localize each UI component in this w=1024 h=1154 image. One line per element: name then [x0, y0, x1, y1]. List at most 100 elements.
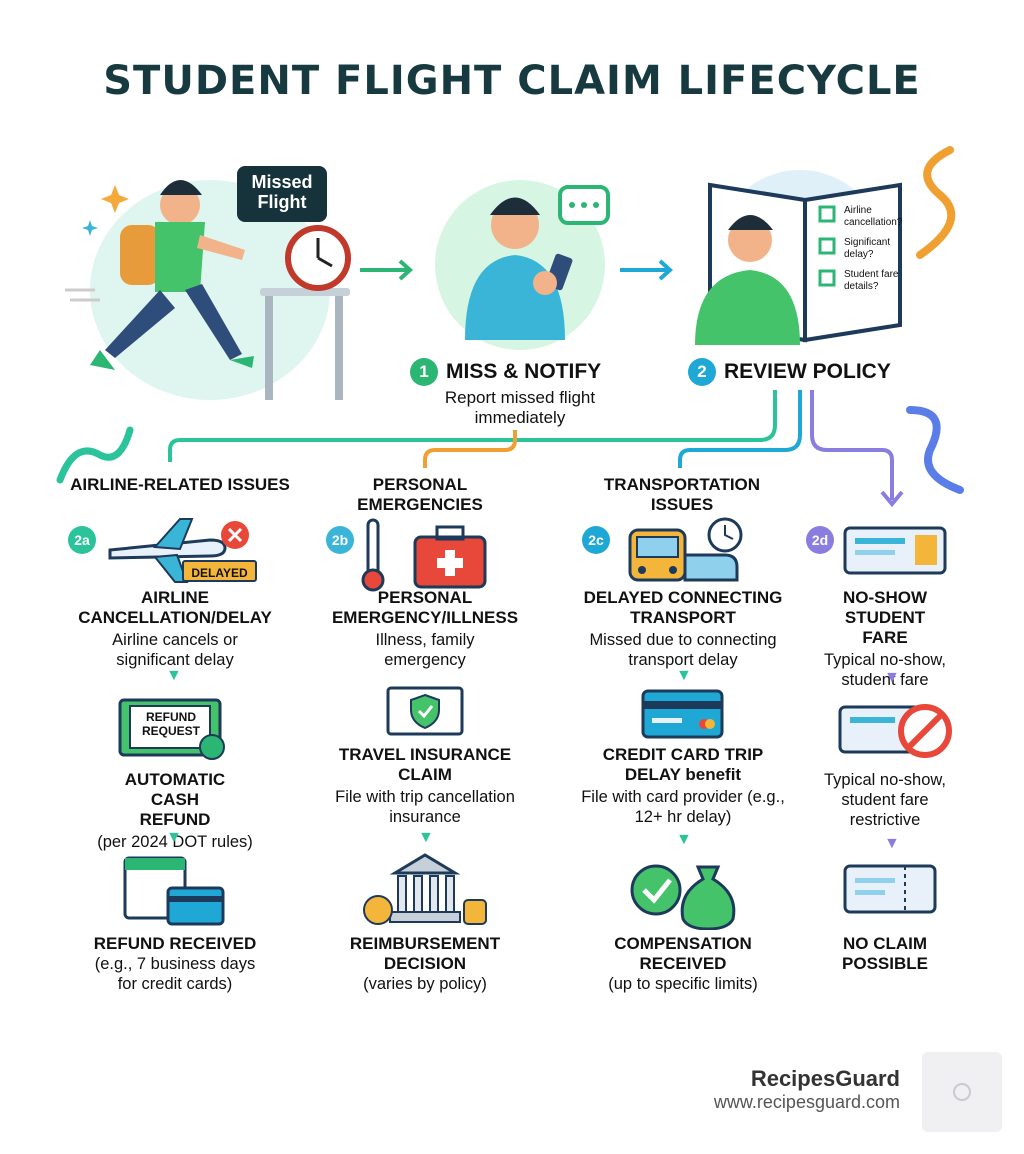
- page-title: STUDENT FLIGHT CLAIM LIFECYCLE: [103, 58, 921, 104]
- badge-2d: 2d: [806, 526, 834, 554]
- branch-connectors: [168, 390, 904, 508]
- missed-flight-bubble: Missed Flight: [237, 166, 327, 222]
- emergency-illustration: [360, 515, 490, 595]
- category-title-airline: AIRLINE-RELATED ISSUES: [70, 475, 290, 494]
- node-2c-1-title: DELAYED CONNECTING TRANSPORT: [583, 588, 783, 627]
- step-2-label: REVIEW POLICY: [724, 360, 891, 383]
- node-2a-3: REFUND RECEIVED (e.g., 7 business days f…: [55, 934, 295, 994]
- airplane-delay-illustration: [100, 515, 270, 590]
- node-2c-2: CREDIT CARD TRIP DELAY benefit File with…: [563, 745, 803, 827]
- category-title-transport: TRANSPORTATION ISSUES: [603, 475, 761, 514]
- node-2a-1-desc: Airline cancels or significant delay: [112, 631, 238, 669]
- arrow-down-icon: ▼: [676, 831, 692, 848]
- arrow-right-icon: [360, 259, 413, 281]
- prohibited-icon: [838, 704, 952, 758]
- policy-check-2: Significant delay?: [844, 237, 891, 260]
- ribbon-icon: [916, 146, 956, 259]
- node-2d-2-desc: Typical no-show, student fare restrictiv…: [824, 771, 946, 829]
- badge-2a: 2a: [68, 526, 96, 554]
- step-2-number: 2: [688, 358, 716, 386]
- connector-airline: [168, 390, 777, 462]
- refund-request-illustration: [112, 692, 242, 762]
- step-2-header: 2 REVIEW POLICY: [688, 358, 891, 386]
- node-2c-2-desc: File with card provider (e.g., 12+ hr de…: [581, 788, 785, 826]
- policy-checklist: Airline cancellation? Significant delay?…: [844, 205, 914, 301]
- node-2a-2-desc: (per 2024 DOT rules): [97, 833, 253, 851]
- ticket-illustration: [840, 520, 950, 580]
- logo-icon: [953, 1083, 971, 1101]
- ribbon-icon: [56, 426, 134, 484]
- empty-ticket-illustration: [840, 858, 940, 920]
- node-2a-3-desc: (e.g., 7 business days for credit cards): [94, 955, 256, 993]
- node-2b-3-title: REIMBURSEMENT DECISION: [349, 934, 501, 973]
- arrow-right-2: [618, 255, 678, 285]
- node-2c-1-desc: Missed due to connecting transport delay: [589, 631, 777, 669]
- node-2a-2-title: AUTOMATIC CASH REFUND: [124, 770, 226, 829]
- node-2c-3: COMPENSATION RECEIVED (up to specific li…: [563, 934, 803, 994]
- policy-check-1: Airline cancellation?: [844, 205, 903, 228]
- airplane-icon: [108, 518, 249, 583]
- calendar-card-illustration: [120, 850, 230, 930]
- brand-name: RecipesGuard: [750, 1066, 900, 1091]
- badge-2c: 2c: [582, 526, 610, 554]
- node-2a-1: AIRLINE CANCELLATION/DELAY Airline cance…: [55, 588, 295, 670]
- running-student-icon: [65, 180, 351, 400]
- step-1-number: 1: [410, 358, 438, 386]
- arrow-down-icon: ▼: [676, 667, 692, 684]
- node-2b-1-desc: Illness, family emergency: [375, 631, 475, 669]
- arrow-right-icon: [620, 259, 673, 281]
- node-2a-2: AUTOMATIC CASH REFUND (per 2024 DOT rule…: [55, 770, 295, 852]
- ticket-icon: [843, 864, 937, 914]
- arrow-down-icon: ▼: [884, 835, 900, 852]
- missed-flight-label: Missed Flight: [251, 172, 313, 212]
- refund-request-label: REFUND REQUEST: [141, 710, 200, 738]
- compensation-illustration: [628, 852, 738, 931]
- no-ticket-illustration: [835, 695, 955, 763]
- decorative-ribbon-left: [56, 426, 134, 484]
- arrow-down-icon: ▼: [418, 829, 434, 846]
- arrow-right-1: [358, 255, 418, 285]
- node-2d-1-desc: Typical no-show, student fare: [824, 651, 946, 689]
- refund-icon: [118, 698, 225, 760]
- step-1-subtitle: Report missed flight immediately: [444, 388, 596, 427]
- ticket-icon: [843, 526, 947, 575]
- credit-card-illustration: [640, 688, 725, 740]
- node-2b-2: TRAVEL INSURANCE CLAIM File with trip ca…: [305, 745, 545, 827]
- money-bag-icon: [630, 864, 736, 931]
- node-2b-3-desc: (varies by policy): [363, 975, 487, 993]
- running-student-illustration: [60, 150, 380, 410]
- node-2d-1-title: NO-SHOW STUDENT FARE: [842, 588, 928, 647]
- review-policy-illustration: [690, 155, 920, 355]
- ribbon-icon: [906, 406, 964, 494]
- brand-url[interactable]: www.recipesguard.com: [713, 1092, 900, 1112]
- bank-icon: [363, 853, 487, 925]
- node-2c-2-title: CREDIT CARD TRIP DELAY benefit: [602, 745, 764, 784]
- arrow-down-icon: [880, 490, 904, 508]
- policy-book-icon: [695, 170, 902, 345]
- connector-transport: [678, 390, 802, 468]
- node-2b-2-title: TRAVEL INSURANCE CLAIM: [338, 745, 512, 784]
- node-2b-1: PERSONAL EMERGENCY/ILLNESS Illness, fami…: [305, 588, 545, 670]
- node-2c-1: DELAYED CONNECTING TRANSPORT Missed due …: [563, 588, 803, 670]
- node-2d-3: NO CLAIM POSSIBLE: [775, 934, 995, 974]
- node-2d-2: Typical no-show, student fare restrictiv…: [775, 770, 995, 830]
- phone-user-icon: [435, 180, 610, 350]
- node-2d-1: NO-SHOW STUDENT FARE Typical no-show, st…: [775, 588, 995, 690]
- decorative-ribbon-right: [906, 406, 964, 494]
- decorative-ribbon-top: [916, 146, 956, 259]
- bus-icon: [628, 517, 743, 582]
- badge-2b: 2b: [326, 526, 354, 554]
- policy-check-3: Student fare details?: [844, 269, 899, 292]
- step-1-header: 1 MISS & NOTIFY: [410, 358, 601, 386]
- step-1-label: MISS & NOTIFY: [446, 360, 602, 383]
- category-title-personal: PERSONAL EMERGENCIES: [357, 475, 483, 514]
- node-2a-1-title: AIRLINE CANCELLATION/DELAY: [78, 588, 272, 627]
- node-2a-3-title: REFUND RECEIVED: [93, 934, 257, 953]
- insurance-document-illustration: [385, 685, 465, 737]
- notify-illustration: [420, 165, 620, 365]
- arrow-down-icon: ▼: [884, 669, 900, 686]
- node-2b-1-title: PERSONAL EMERGENCY/ILLNESS: [331, 588, 519, 627]
- bank-illustration: [360, 848, 490, 930]
- connector-personal: [423, 430, 517, 468]
- connector-noshow: [810, 390, 894, 500]
